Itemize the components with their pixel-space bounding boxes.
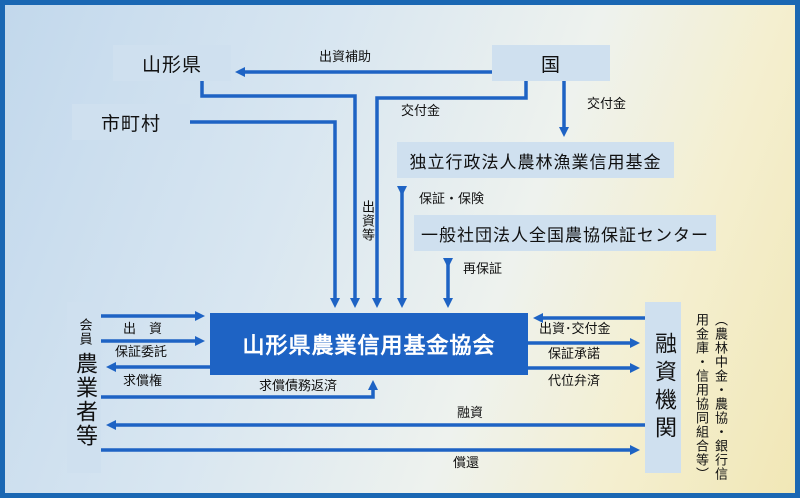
guarantee-center-box: 一般社団法人全国農協保証センター [414,215,716,251]
yamagata-pref-box: 山形県 [113,45,231,81]
label-grant-mid: 交付金 [401,104,441,119]
association-box: 山形県農業信用基金協会 [210,313,528,375]
label-investment-etc: 出資等 [359,200,374,242]
municipalities-box: 市町村 [72,104,190,140]
financial-inst-box: 融資機関 [645,302,681,473]
label-claim-right: 求償権 [123,374,163,389]
label-farmer-invest: 出 資 [123,322,163,337]
jfc-fund-box: 独立行政法人農林漁業信用基金 [397,142,674,178]
farmers-box: 会員 農業者等 [67,302,101,473]
label-fi-invest-grant: 出資･交付金 [539,322,611,337]
label-guarantee-request: 保証委託 [115,345,168,360]
label-grant-right: 交付金 [587,97,627,112]
label-subsidy: 出資補助 [319,50,372,65]
country-box: 国 [492,45,610,81]
guarantee-center-text: 一般社団法人全国農協保証センター [421,225,709,246]
diagram-frame: 山形県 国 市町村 独立行政法人農林漁業信用基金 一般社団法人全国農協保証センタ… [5,5,795,493]
association-text: 山形県農業信用基金協会 [242,334,496,359]
jfc-fund-text: 独立行政法人農林漁業信用基金 [409,152,662,173]
label-claim-repay: 求償債務返済 [259,379,338,394]
financial-inst-note-text: （農林中金・農協・銀行信用金庫・信用協同組合等） [693,313,727,481]
arrow-municipalities-to-assoc [190,120,340,308]
label-guarantee-insurance: 保証・保険 [419,192,485,207]
label-loan: 融資 [457,406,484,421]
label-guarantee-approval: 保証承諾 [548,347,601,362]
country-text: 国 [540,53,561,76]
label-subrogation: 代位弁済 [548,374,601,389]
financial-inst-text: 融資機関 [651,331,676,444]
arrow-country-to-assoc [372,81,528,308]
financial-inst-note: （農林中金・農協・銀行信用金庫・信用協同組合等） [691,313,733,485]
farmers-text: 農業者等 [72,352,97,448]
yamagata-pref-text: 山形県 [141,53,202,76]
municipalities-text: 市町村 [100,112,161,135]
arrow-claim-repay [101,380,378,399]
arrow-yamagata-to-assoc [200,81,360,308]
member-label: 会員 [76,318,92,346]
label-reguarantee: 再保証 [463,262,503,277]
label-repayment: 償還 [453,456,480,471]
arrow-layer [101,67,645,455]
